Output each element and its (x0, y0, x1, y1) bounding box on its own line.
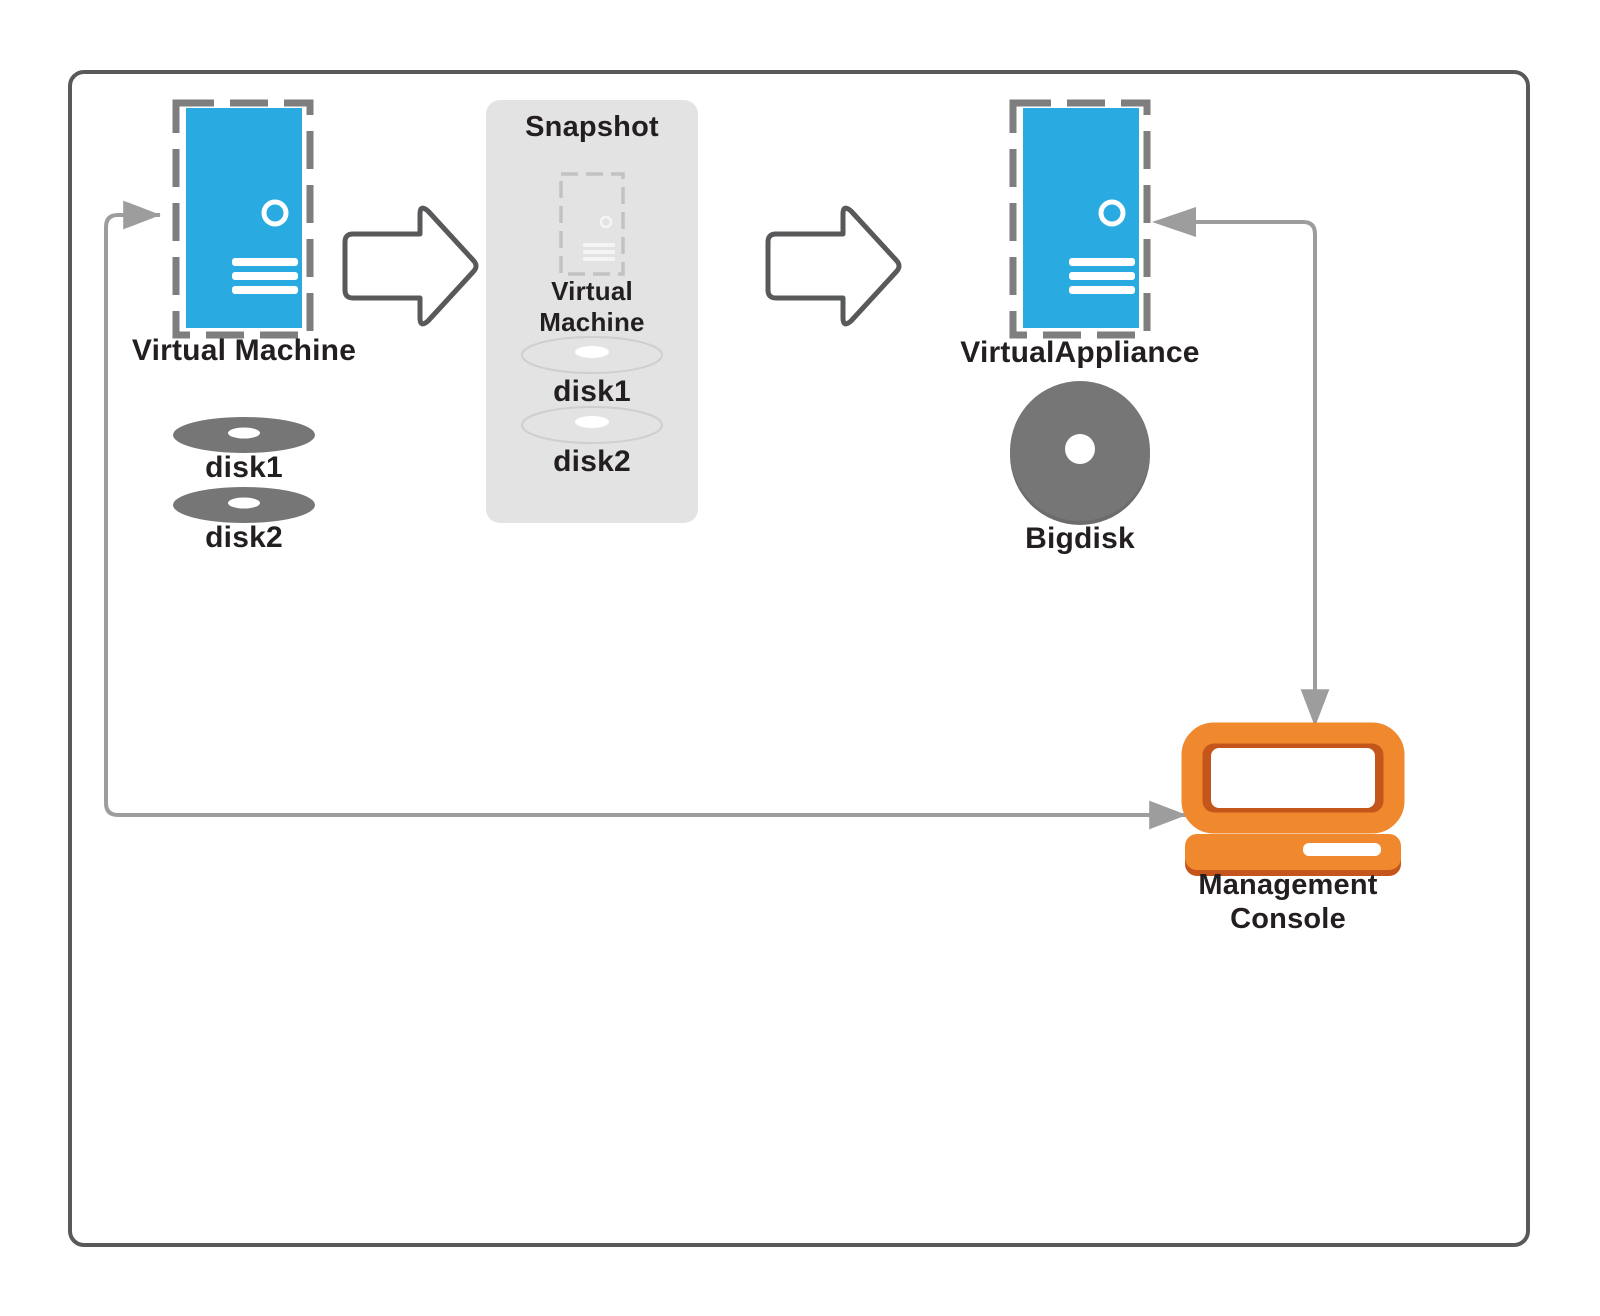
snapshot-virtual-machine-label: Virtual Machine (539, 276, 645, 337)
management-console-label: Management Console (1198, 869, 1378, 936)
disk2-label: disk2 (205, 521, 283, 554)
bigdisk-label: Bigdisk (1025, 522, 1135, 555)
snapshot-label: Snapshot (525, 111, 659, 143)
appliance-to-console-connector (1152, 207, 1330, 727)
disk-icon-disk1 (173, 417, 315, 453)
virtual-machine-icon (172, 99, 314, 339)
virtual-machine-label: Virtual Machine (131, 334, 357, 367)
disk1-label: disk1 (205, 451, 283, 484)
virtual-appliance-icon (1009, 99, 1151, 339)
disk-ghost-icon-disk1 (521, 336, 663, 374)
management-console-icon (1181, 722, 1405, 876)
vm-to-snapshot-arrow (342, 205, 479, 327)
disk-icon-disk2 (173, 487, 315, 523)
snapshot-disk1-label: disk1 (553, 375, 631, 408)
console-to-vm-connector (104, 200, 1186, 817)
outer-frame (68, 70, 1530, 1247)
disk-ghost-icon-disk2 (521, 406, 663, 444)
big-disk-icon (1010, 381, 1150, 525)
snapshot-to-appliance-arrow (765, 205, 902, 327)
snapshot-disk2-label: disk2 (553, 445, 631, 478)
virtual-appliance-label: VirtualAppliance (960, 336, 1200, 369)
snapshot-panel (486, 100, 698, 523)
virtual-machine-ghost-icon (559, 172, 625, 276)
